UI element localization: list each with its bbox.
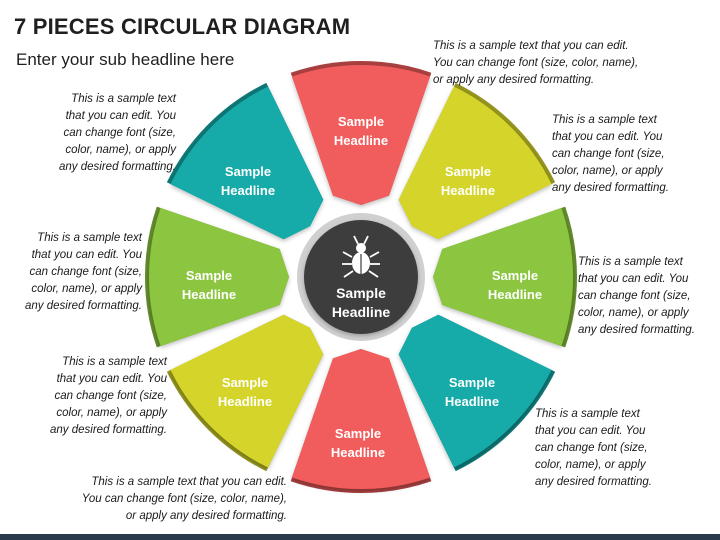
page-subtitle: Enter your sub headline here [16, 50, 235, 69]
segment-left-wedge [148, 207, 289, 347]
segment-top-left-label-line2: Headline [221, 183, 275, 198]
segment-right-label-line2: Headline [488, 287, 542, 302]
segment-right-label-line1: Sample [492, 268, 538, 283]
segments-group: SampleHeadlineSampleHeadlineSampleHeadli… [144, 61, 577, 493]
segment-bottom-left-label-line2: Headline [218, 394, 272, 409]
segment-top-label-line2: Headline [334, 133, 388, 148]
segment-top-right-wedge [398, 86, 552, 240]
text-block-top-left: This is a sample text that you can edit.… [59, 93, 176, 173]
segment-bottom-left-label-line1: Sample [222, 375, 268, 390]
segment-top-left-wedge [170, 86, 324, 240]
text-block-right: This is a sample text that you can edit.… [578, 256, 695, 336]
center-label-line1: Sample [336, 285, 386, 301]
center-hub[interactable]: Sample Headline [297, 213, 425, 341]
bug-icon [342, 235, 380, 278]
text-block-bottom: This is a sample text that you can edit.… [81, 476, 287, 522]
center-hub-circle [304, 220, 418, 334]
bottom-accent-bar [0, 534, 720, 540]
segment-bottom-right-label-line2: Headline [445, 394, 499, 409]
segment-bottom-left-wedge [170, 314, 324, 468]
segment-right-wedge [433, 207, 574, 347]
center-label-line2: Headline [332, 304, 391, 320]
text-block-top-right: This is a sample text that you can edit.… [552, 114, 669, 194]
segment-bottom-right-wedge [398, 314, 552, 468]
segment-left-label-line2: Headline [182, 287, 236, 302]
segment-top-label-line1: Sample [338, 114, 384, 129]
segment-top-wedge [291, 65, 431, 205]
segment-top-right-label-line1: Sample [445, 164, 491, 179]
segment-top-left-label-line1: Sample [225, 164, 271, 179]
text-block-bottom-left: This is a sample text that you can edit.… [50, 356, 167, 436]
text-block-bottom-right: This is a sample text that you can edit.… [535, 408, 652, 488]
segment-top-right-label-line2: Headline [441, 183, 495, 198]
segment-bottom-right-label-line1: Sample [449, 375, 495, 390]
text-block-top: This is a sample text that you can edit.… [433, 40, 639, 86]
page-title: 7 PIECES CIRCULAR DIAGRAM [14, 14, 351, 39]
segment-bottom-wedge [291, 349, 431, 490]
text-block-left: This is a sample text that you can edit.… [25, 232, 142, 312]
segment-bottom-label-line1: Sample [335, 426, 381, 441]
segment-bottom-label-line2: Headline [331, 445, 385, 460]
segment-left-label-line1: Sample [186, 268, 232, 283]
